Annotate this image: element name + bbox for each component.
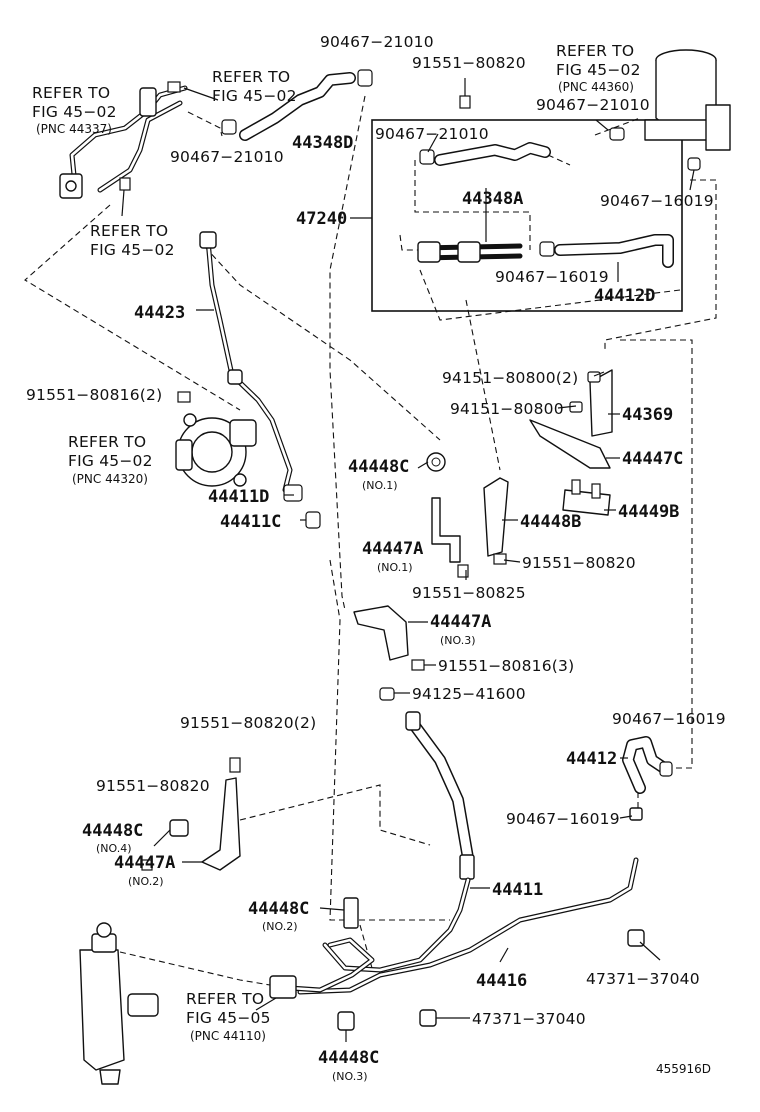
label-47371-37040-b: 47371−37040 [472,1010,586,1028]
ref4-line2: FIG 45−02 [556,61,641,79]
dashed-leader-lines [24,95,717,986]
ref5-line1: REFER TO [68,433,146,451]
label-44412d: 44412D [594,286,655,306]
label-44412: 44412 [566,749,617,769]
figure-code: 455916D [656,1062,711,1076]
leader-lines [121,87,695,1042]
part-labels: 90467−21010 91551−80820 90467−21010 4434… [26,33,726,1083]
label-91551-80816-3: 91551−80816(3) [438,657,574,675]
label-91551-80825: 91551−80825 [412,584,526,602]
label-47240: 47240 [296,209,347,229]
label-44448c-no1: 44448C [348,457,409,477]
ref6-line3: (PNC 44110) [190,1029,266,1043]
label-44411d: 44411D [208,487,269,507]
ref2-line2: FIG 45−02 [212,87,297,105]
sub-no2-b: (NO.2) [262,920,298,933]
label-44447a-no1: 44447A [362,539,423,559]
ref1-line2: FIG 45−02 [32,103,117,121]
bracket-44447a-no1 [431,497,469,578]
label-90467-16019-right: 90467−16019 [600,192,714,210]
ref6-line2: FIG 45−05 [186,1009,271,1027]
label-91551-80820-top: 91551−80820 [412,54,526,72]
hose-44348d [221,69,373,141]
label-44448c-no2: 44448C [248,899,309,919]
label-90467-16019-box: 90467−16019 [495,268,609,286]
label-90467-21010-top: 90467−21010 [320,33,434,51]
label-44423: 44423 [134,303,185,323]
steering-gear [79,922,159,1085]
label-90467-21010-box: 90467−21010 [375,125,489,143]
label-44348a: 44348A [462,189,523,209]
ref1-line1: REFER TO [32,84,110,102]
label-91551-80816-2: 91551−80816(2) [26,386,162,404]
sub-no1-a: (NO.1) [362,479,398,492]
label-44447a-no3: 44447A [430,612,491,632]
clamp-44448c-no1 [426,452,446,472]
label-44348d: 44348D [292,133,353,153]
label-44448c-no3: 44448C [318,1048,379,1068]
label-44411: 44411 [492,880,543,900]
ref2-line1: REFER TO [212,68,290,86]
oil-cooler-pipe-assembly [59,81,188,199]
label-47371-37040-a: 47371−37040 [586,970,700,988]
label-44416: 44416 [476,971,527,991]
ref1-line3: (PNC 44337) [36,122,112,136]
sub-no1-b: (NO.1) [377,561,413,574]
label-44448b: 44448B [520,512,581,532]
reservoir-tank [609,49,731,171]
label-94151-80800-2: 94151−80800(2) [442,369,578,387]
ref6-line1: REFER TO [186,990,264,1008]
brackets-right-group [529,369,613,516]
refer-callouts: REFER TO FIG 45−02 (PNC 44337) REFER TO … [32,42,641,1043]
bracket-44447a-no3 [353,605,425,701]
label-44369: 44369 [622,405,673,425]
hose-44412 [622,736,673,794]
label-91551-80820-mid: 91551−80820 [522,554,636,572]
label-44449b: 44449B [618,502,679,522]
label-94125-41600: 94125−41600 [412,685,526,703]
label-44447c: 44447C [622,449,683,469]
bracket-44447a-no2 [141,757,241,871]
label-44447a-no2: 44447A [114,853,175,873]
ref4-line3: (PNC 44360) [558,80,634,94]
bracket-44448b [483,477,509,565]
tube-44423 [177,231,293,493]
ref4-line1: REFER TO [556,42,634,60]
label-90467-16019-low1: 90467−16019 [612,710,726,728]
ref5-line3: (PNC 44320) [72,472,148,486]
ref5-line2: FIG 45−02 [68,452,153,470]
box-47240 [371,119,683,312]
label-44411c: 44411C [220,512,281,532]
label-91551-80820-2: 91551−80820(2) [180,714,316,732]
label-94151-80800: 94151−80800 [450,400,564,418]
label-90467-21010-right: 90467−21010 [536,96,650,114]
label-91551-80820-low: 91551−80820 [96,777,210,795]
pump-assembly [175,413,321,529]
sub-no2-a: (NO.2) [128,875,164,888]
bolt-91551-80820-top [459,78,471,109]
tube-44416 [269,807,645,1031]
label-44448c-no4: 44448C [82,821,143,841]
sub-no3-a: (NO.3) [440,634,476,647]
label-90467-21010-left: 90467−21010 [170,148,284,166]
sub-no3-b: (NO.3) [332,1070,368,1083]
ref3-line2: FIG 45−02 [90,241,175,259]
label-90467-16019-low2: 90467−16019 [506,810,620,828]
hose-44411 [405,711,475,880]
clamp-44448c-no2 [343,897,359,929]
ref3-line1: REFER TO [90,222,168,240]
sub-no4: (NO.4) [96,842,132,855]
